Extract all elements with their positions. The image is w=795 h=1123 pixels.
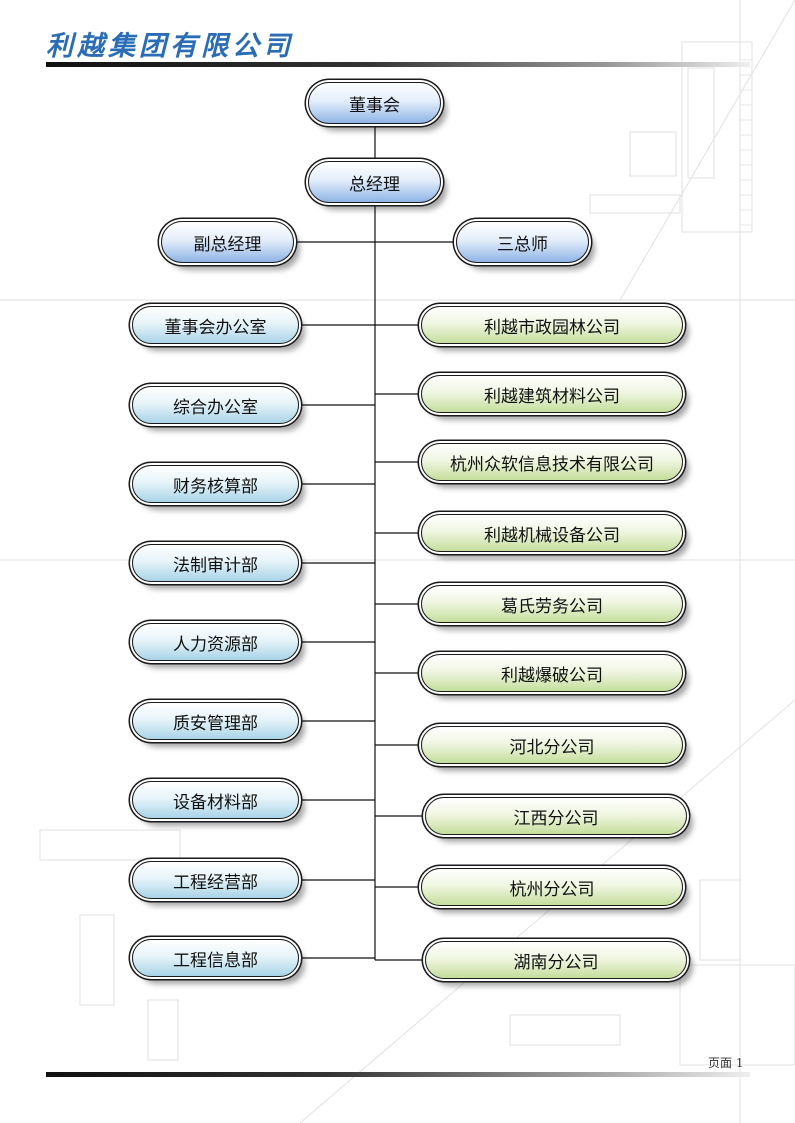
node-chief-engineers: 三总师 [456,221,589,263]
node-subsidiary: 利越市政园林公司 [421,306,683,344]
node-subsidiary: 利越建筑材料公司 [421,375,683,413]
node-subsidiary: 杭州分公司 [421,868,683,906]
node-subsidiary: 杭州众软信息技术有限公司 [421,443,683,481]
node-department: 设备材料部 [132,781,299,819]
node-general-manager: 总经理 [308,161,441,203]
node-subsidiary: 江西分公司 [425,797,687,835]
header-divider [46,62,750,67]
node-department: 财务核算部 [132,465,299,503]
node-subsidiary: 河北分公司 [421,726,683,764]
node-subsidiary: 湖南分公司 [425,941,687,979]
node-department: 质安管理部 [132,702,299,740]
node-department: 综合办公室 [132,386,299,424]
node-deputy-gm: 副总经理 [161,221,294,263]
node-department: 工程信息部 [132,939,299,977]
node-department: 工程经营部 [132,861,299,899]
company-title: 利越集团有限公司 [46,31,294,62]
node-department: 董事会办公室 [132,306,299,344]
node-department: 法制审计部 [132,544,299,582]
footer-divider [46,1072,750,1077]
node-board: 董事会 [308,82,441,124]
node-subsidiary: 葛氏劳务公司 [421,585,683,623]
page-number: 页面 1 [708,1056,744,1070]
node-department: 人力资源部 [132,623,299,661]
node-subsidiary: 利越机械设备公司 [421,514,683,552]
node-subsidiary: 利越爆破公司 [421,654,683,692]
